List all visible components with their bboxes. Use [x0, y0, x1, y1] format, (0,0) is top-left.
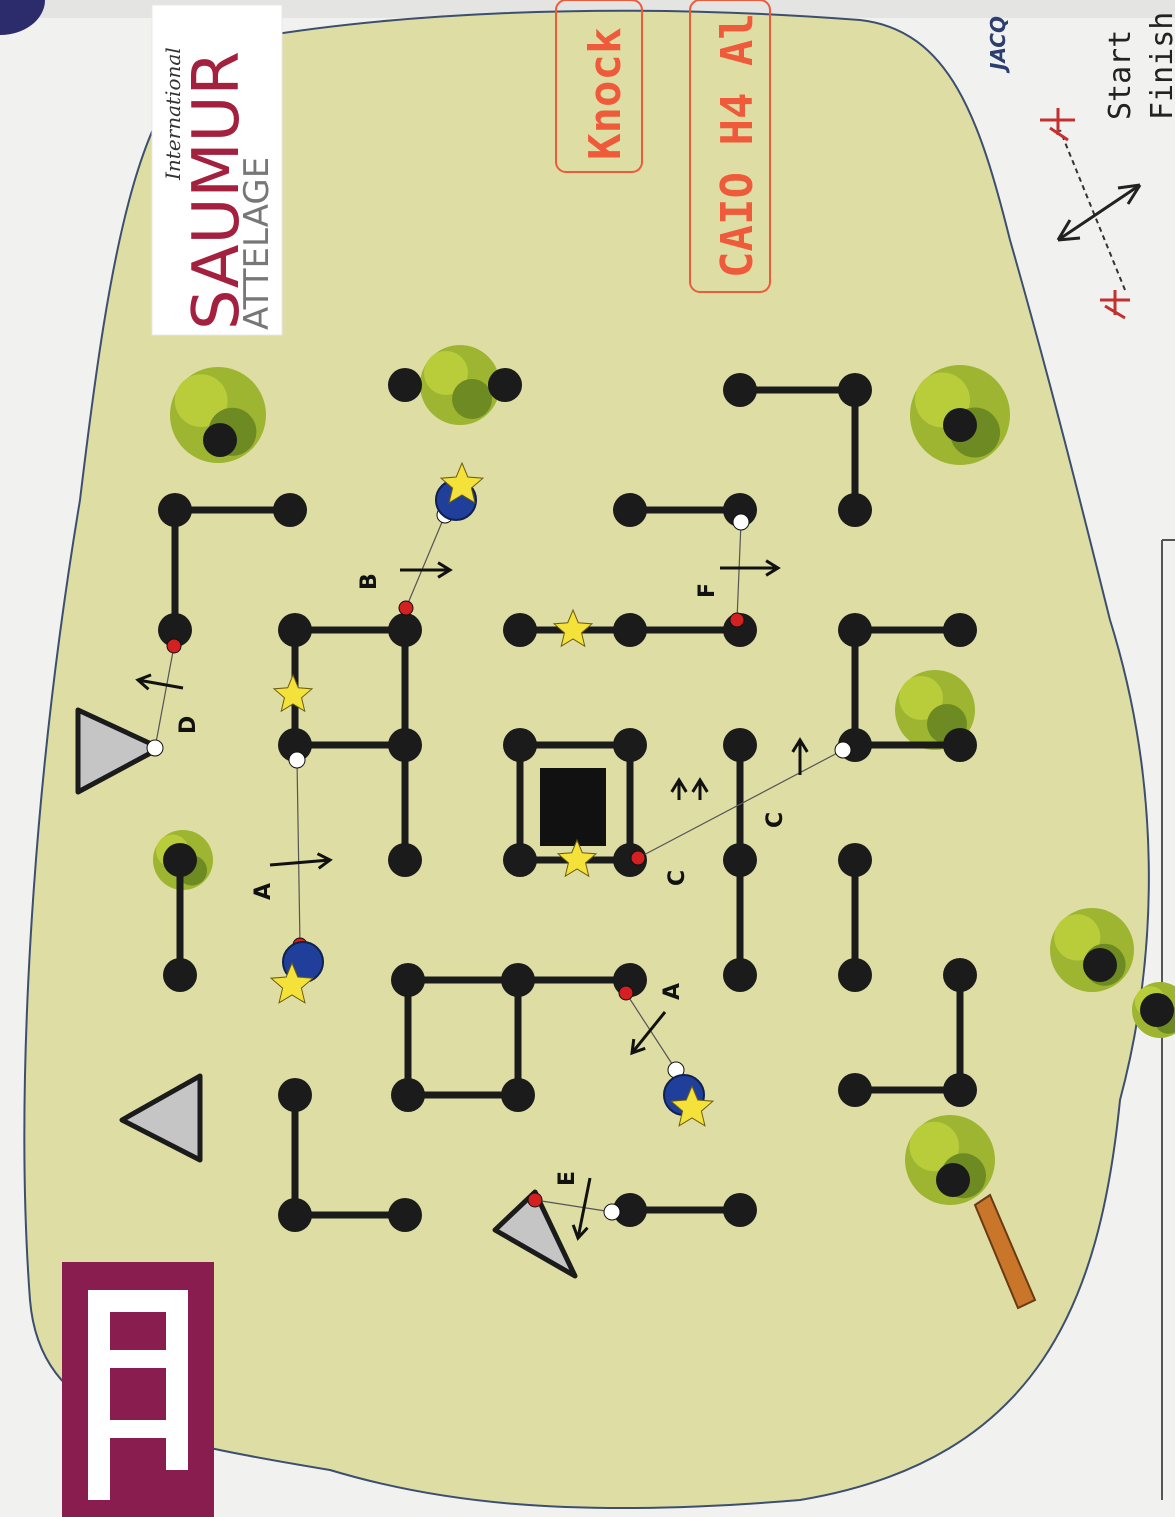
cone-node: [163, 843, 197, 877]
cone-node: [838, 613, 872, 647]
partial-caption: JACQ: [986, 16, 1010, 74]
cone-node: [723, 843, 757, 877]
cone-node: [943, 728, 977, 762]
cone-node: [388, 613, 422, 647]
cone-node: [723, 958, 757, 992]
cone-node: [943, 613, 977, 647]
gate-label-c1: C: [665, 870, 690, 886]
cone-node: [838, 1073, 872, 1107]
gate-label-c2: C: [763, 812, 788, 828]
gate-red-marker: [167, 639, 181, 653]
cone-node: [388, 728, 422, 762]
gate-red-marker: [631, 851, 645, 865]
gate-white-marker: [835, 742, 851, 758]
start-label: Start: [1103, 30, 1138, 120]
cone-node: [1083, 948, 1117, 982]
gate-label-d: D: [176, 716, 201, 734]
cone-node: [278, 1198, 312, 1232]
center-block: [540, 768, 606, 846]
gate-label-a1: A: [251, 883, 276, 900]
cone-node: [388, 1198, 422, 1232]
cone-node: [943, 958, 977, 992]
title-knock-text: Knock d: [580, 0, 631, 160]
cone-node: [1140, 993, 1174, 1027]
gate-red-marker: [399, 601, 413, 615]
gate-white-marker: [604, 1204, 620, 1220]
gate-label-f: F: [695, 583, 720, 598]
cone-node: [943, 1073, 977, 1107]
gate-label-e: E: [555, 1171, 580, 1186]
cone-node: [388, 368, 422, 402]
cone-node: [936, 1163, 970, 1197]
cone-node: [388, 843, 422, 877]
cone-node: [158, 493, 192, 527]
cone-node: [838, 373, 872, 407]
cone-node: [613, 613, 647, 647]
finish-label: Finish: [1145, 12, 1175, 120]
cone-node: [943, 408, 977, 442]
tree-canopy-shade: [452, 379, 492, 419]
gate-red-marker: [730, 613, 744, 627]
gate-label-b: B: [357, 573, 382, 590]
cone-node: [278, 613, 312, 647]
saumur-attelage-logo: International SAUMUR ATTELAGE: [152, 5, 282, 335]
cone-node: [838, 493, 872, 527]
cone-node: [723, 373, 757, 407]
gate-label-a2: A: [660, 983, 685, 1000]
cone-node: [613, 493, 647, 527]
cone-node: [503, 728, 537, 762]
title-caio-text: CAIO H4 Al: [712, 13, 763, 278]
cone-node: [723, 728, 757, 762]
cone-node: [501, 1078, 535, 1112]
cone-node: [838, 958, 872, 992]
cone-node: [613, 728, 647, 762]
gate-red-marker: [619, 986, 633, 1000]
fei-logo: [62, 1262, 214, 1517]
sponsor-attelage: ATTELAGE: [237, 157, 277, 330]
cone-node: [488, 368, 522, 402]
gate-white-marker: [733, 514, 749, 530]
gate-red-marker: [528, 1193, 542, 1207]
cone-node: [203, 423, 237, 457]
cone-node: [838, 843, 872, 877]
cone-node: [723, 1193, 757, 1227]
gate-white-marker: [289, 752, 305, 768]
cone-node: [503, 613, 537, 647]
cone-node: [391, 963, 425, 997]
cone-node: [278, 1078, 312, 1112]
cone-node: [163, 958, 197, 992]
cone-node: [503, 843, 537, 877]
cone-node: [391, 1078, 425, 1112]
cone-node: [273, 493, 307, 527]
gate-white-marker: [147, 740, 163, 756]
cone-node: [501, 963, 535, 997]
